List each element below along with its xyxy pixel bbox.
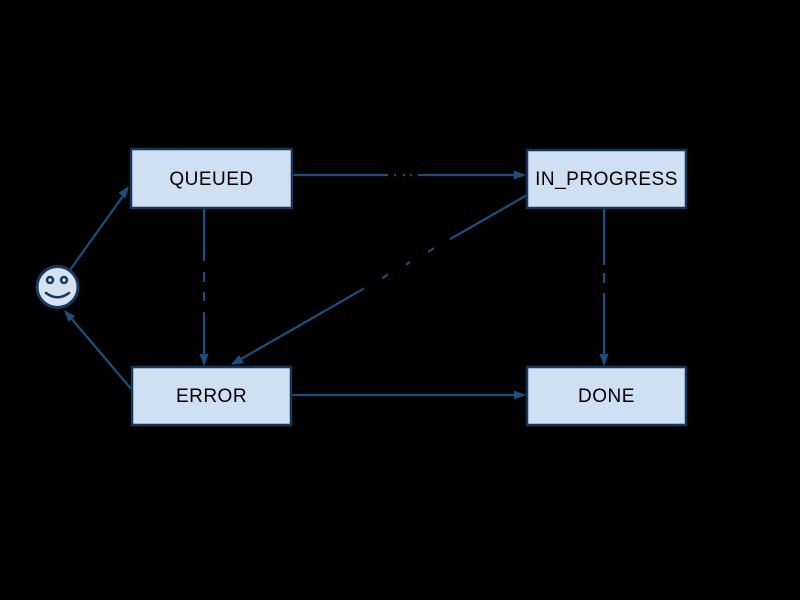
node-done: DONE — [525, 365, 688, 427]
illegible-edge-label-marks — [196, 170, 613, 312]
node-layer: QUEUED IN_PROGRESS ERROR DONE — [129, 147, 688, 427]
edge-layer — [64, 170, 609, 400]
edge-label-gap-mark — [596, 265, 613, 273]
smiley-head — [35, 265, 80, 309]
edge-error-to-smiley — [64, 310, 133, 391]
edge-label-gap-mark — [410, 250, 428, 264]
edge-label-gap-mark — [388, 263, 406, 276]
edge-line — [69, 195, 124, 271]
node-done-label: DONE — [578, 386, 635, 407]
node-queued-box — [129, 147, 294, 210]
smiley-mouth — [44, 291, 71, 299]
node-error-box — [130, 365, 293, 427]
edge-line — [70, 317, 133, 391]
arrowhead-icon — [231, 355, 244, 365]
node-error-label: ERROR — [176, 386, 247, 407]
smiley-right-eye — [59, 275, 69, 285]
edge-line — [240, 194, 528, 360]
edge-label-gap-mark — [388, 170, 394, 182]
smiley-face-icon — [35, 265, 80, 309]
edge-error-to-done — [291, 390, 526, 400]
edge-queued-to-error — [199, 208, 209, 366]
smiley-left-eye — [45, 275, 55, 285]
arrowhead-icon — [64, 310, 75, 322]
edge-label-gap-mark — [196, 301, 213, 312]
node-done-box — [525, 365, 688, 427]
edge-label-gap-mark — [364, 277, 382, 290]
node-in-progress-box — [525, 148, 688, 210]
node-queued-label: QUEUED — [169, 169, 253, 190]
arrowhead-icon — [199, 354, 209, 366]
edge-label-gap-mark — [396, 170, 403, 182]
edge-label-gap-mark — [196, 261, 213, 272]
edge-label-gap-mark — [434, 238, 450, 250]
edge-smiley-to-queued — [69, 186, 129, 271]
edge-label-gap-mark — [596, 283, 613, 293]
node-in-progress: IN_PROGRESS — [525, 148, 688, 210]
edge-in-progress-to-error — [231, 194, 528, 365]
arrowhead-icon — [514, 390, 526, 400]
arrowhead-icon — [514, 170, 526, 180]
node-queued: QUEUED — [129, 147, 294, 210]
node-in-progress-label: IN_PROGRESS — [535, 169, 678, 190]
edge-in-progress-to-done — [599, 208, 609, 366]
node-error: ERROR — [130, 365, 293, 427]
arrowhead-icon — [599, 354, 609, 366]
edge-label-gap-mark — [405, 170, 410, 182]
edge-label-gap-mark — [412, 170, 418, 182]
edge-label-gap-mark — [196, 282, 213, 292]
arrowhead-icon — [118, 186, 129, 199]
